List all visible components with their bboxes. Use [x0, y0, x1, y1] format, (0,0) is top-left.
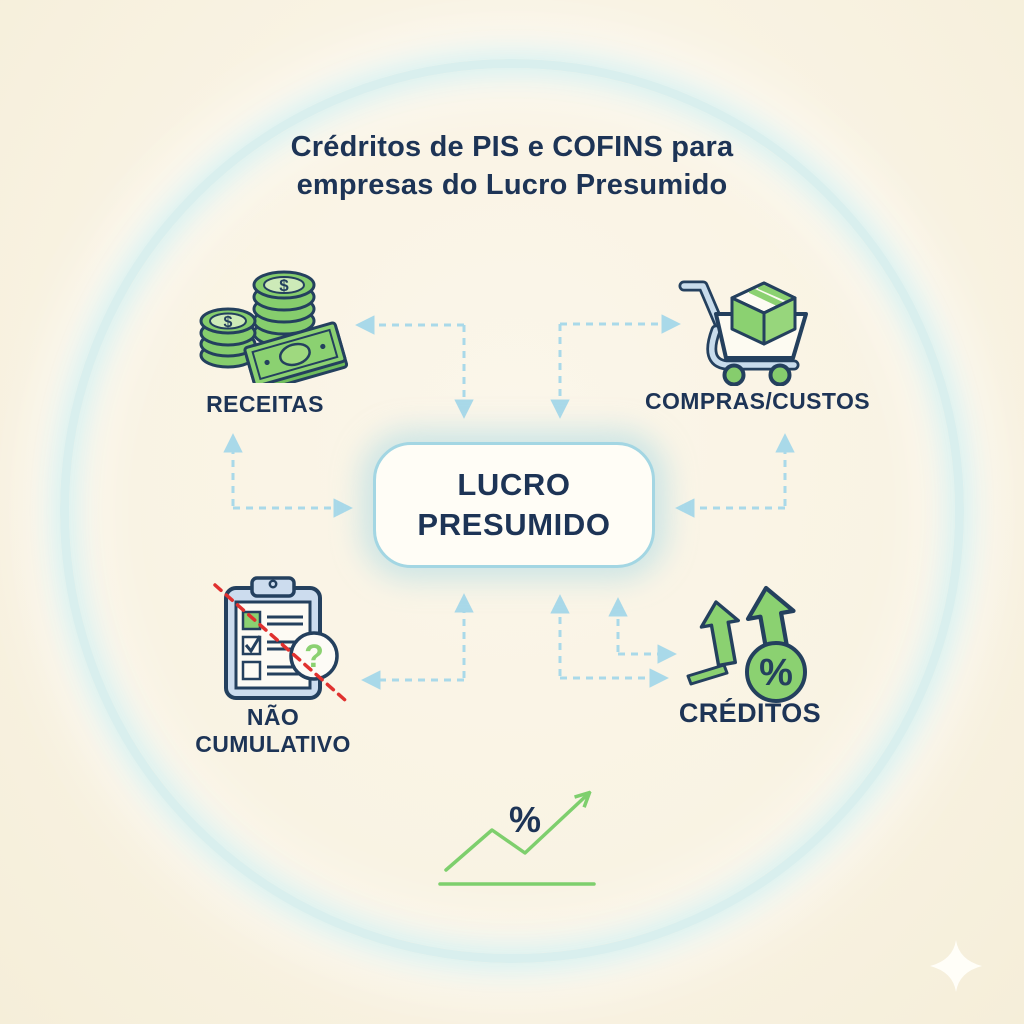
short-coin-stack [199, 307, 257, 369]
compras-label: COMPRAS/CUSTOS [645, 388, 870, 414]
question-circle [289, 631, 339, 681]
chart-percent-sign: % [509, 799, 541, 840]
percent-sign: % [759, 652, 793, 694]
center-node-lucro-presumido: LUCRO PRESUMIDO [373, 442, 655, 568]
creditos-label: CRÉDITOS [678, 698, 822, 728]
coin-dollar-sign: $ [224, 314, 233, 331]
page-title: Crédritos de PIS e COFINS para empresas … [0, 128, 1024, 205]
clipboard-checklist-icon: ? [213, 576, 347, 702]
growth-arrows-percent-icon: % [686, 585, 807, 703]
banknote [243, 321, 348, 383]
center-node-text: LUCRO PRESUMIDO [417, 465, 610, 546]
shopping-cart-icon [678, 280, 808, 386]
cart-lower-frame [706, 324, 800, 371]
checklist-rows [241, 610, 303, 681]
chart-trend-line [444, 795, 587, 872]
title-line-1: Crédritos de PIS e COFINS para [290, 131, 734, 163]
question-mark: ? [304, 638, 324, 674]
up-arrow-left [699, 600, 740, 668]
sparkle-icon [930, 940, 982, 992]
growth-trend-chart: % [438, 778, 596, 886]
nao-cumulativo-label: NÃO CUMULATIVO [195, 704, 351, 757]
clip-hole [268, 579, 278, 589]
outer-circle [60, 59, 964, 963]
title-line-2: empresas do Lucro Presumido [296, 169, 728, 202]
cart-wheel-right [768, 363, 792, 386]
arrow-base-bar [686, 663, 729, 686]
percent-circle [745, 641, 807, 703]
receitas-label: RECEITAS [206, 391, 324, 417]
cart-wheel-left [722, 363, 746, 386]
center-line-1: LUCRO [457, 466, 571, 502]
center-line-2: PRESUMIDO [417, 507, 611, 542]
coin-dollar-sign: $ [279, 276, 289, 295]
package-box [730, 281, 797, 346]
red-strike-line [213, 583, 347, 702]
money-stack-icon: $ $ [199, 270, 348, 383]
